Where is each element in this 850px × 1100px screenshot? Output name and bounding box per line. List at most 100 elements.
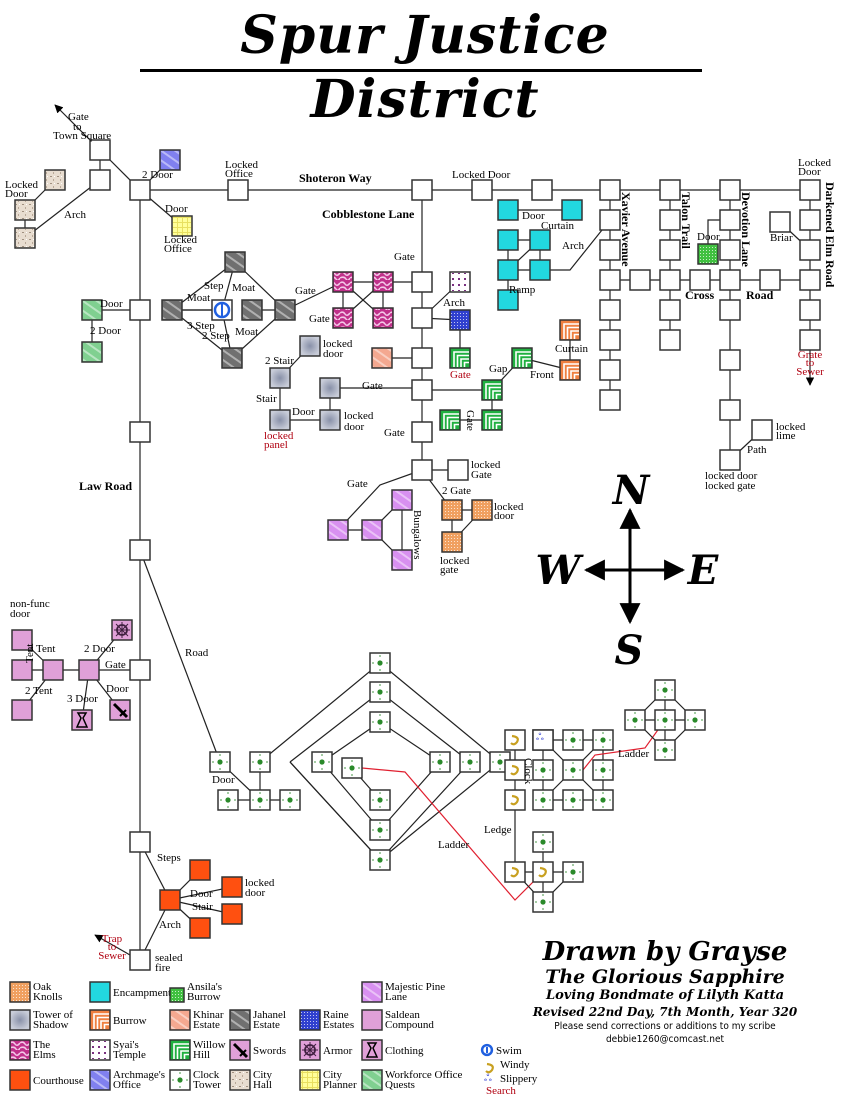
legend-swatch-raine-estates[interactable] [299, 1009, 321, 1031]
room-room[interactable] [751, 419, 773, 441]
room-courthouse[interactable] [221, 903, 243, 925]
room-workforce_office_quests[interactable] [81, 299, 103, 321]
room-room[interactable] [599, 299, 621, 321]
room-tower_of_shadow[interactable] [269, 367, 291, 389]
room-jahanel_estate[interactable] [274, 299, 296, 321]
legend-swatch-workforce-office-quests[interactable] [361, 1069, 383, 1091]
legend-swatch-burrow[interactable] [89, 1009, 111, 1031]
room-saldean_compound[interactable] [42, 659, 64, 681]
room-room[interactable] [227, 179, 249, 201]
room-room[interactable] [659, 209, 681, 231]
room-room[interactable] [89, 169, 111, 191]
room-clock_tower[interactable] [532, 861, 554, 883]
room-tower_of_shadow[interactable] [269, 409, 291, 431]
room-burrow[interactable] [559, 359, 581, 381]
room-room[interactable] [89, 139, 111, 161]
room-workforce_office_quests[interactable] [81, 341, 103, 363]
room-room[interactable] [719, 299, 741, 321]
room-encampment[interactable] [497, 259, 519, 281]
room-jahanel_estate[interactable] [224, 251, 246, 273]
room-room[interactable] [659, 329, 681, 351]
room-clock_tower[interactable] [341, 757, 363, 779]
room-encampment[interactable] [497, 199, 519, 221]
room-room[interactable] [799, 329, 821, 351]
room-room[interactable] [719, 209, 741, 231]
room-saldean_compound[interactable] [78, 659, 100, 681]
room-clock_tower[interactable] [562, 729, 584, 751]
legend-swim-icon[interactable] [480, 1043, 494, 1057]
room-willow_hill[interactable] [481, 409, 503, 431]
room-room[interactable] [689, 269, 711, 291]
legend-swatch-clock-tower[interactable] [169, 1069, 191, 1091]
room-the_elms[interactable] [372, 271, 394, 293]
legend-swatch-saldean-compound[interactable] [361, 1009, 383, 1031]
room-room[interactable] [759, 269, 781, 291]
room-room[interactable] [129, 949, 151, 971]
legend-slippery-icon[interactable]: ஃ [481, 1071, 495, 1085]
room-clock_tower[interactable] [532, 759, 554, 781]
room-room[interactable] [719, 239, 741, 261]
room-room[interactable] [799, 239, 821, 261]
room-the_elms[interactable] [332, 307, 354, 329]
legend-swatch-swords[interactable] [229, 1039, 251, 1061]
room-room[interactable] [129, 539, 151, 561]
room-room[interactable] [629, 269, 651, 291]
room-clock_tower[interactable] [429, 751, 451, 773]
room-clock_tower[interactable] [592, 789, 614, 811]
room-clock_tower[interactable] [532, 789, 554, 811]
room-clock_tower[interactable] [654, 679, 676, 701]
room-willow_hill[interactable] [511, 347, 533, 369]
room-room[interactable] [659, 239, 681, 261]
room-room[interactable] [719, 269, 741, 291]
room-room[interactable] [129, 299, 151, 321]
room-room[interactable] [719, 399, 741, 421]
room-room[interactable] [659, 269, 681, 291]
room-saldean_compound[interactable] [11, 659, 33, 681]
legend-swatch-archmages-office[interactable] [89, 1069, 111, 1091]
room-room[interactable] [599, 209, 621, 231]
room-swim[interactable] [211, 299, 233, 321]
room-city_hall[interactable] [14, 227, 36, 249]
room-city_planner[interactable] [171, 215, 193, 237]
room-the_elms[interactable] [372, 307, 394, 329]
room-room[interactable] [411, 421, 433, 443]
room-room[interactable] [599, 389, 621, 411]
room-room[interactable] [599, 359, 621, 381]
legend-swatch-courthouse[interactable] [9, 1069, 31, 1091]
room-room[interactable] [531, 179, 553, 201]
room-clock_tower[interactable] [504, 759, 526, 781]
room-majestic_pine_lane[interactable] [391, 549, 413, 571]
room-clock_tower[interactable] [279, 789, 301, 811]
room-city_hall[interactable] [14, 199, 36, 221]
room-room[interactable] [599, 239, 621, 261]
room-room[interactable] [411, 379, 433, 401]
room-room[interactable] [599, 329, 621, 351]
room-room[interactable] [411, 347, 433, 369]
legend-windy-icon[interactable] [480, 1058, 494, 1074]
legend-swatch-majestic-pine-lane[interactable] [361, 981, 383, 1003]
room-jahanel_estate[interactable] [161, 299, 183, 321]
room-majestic_pine_lane[interactable] [391, 489, 413, 511]
room-clock_tower[interactable] [369, 711, 391, 733]
room-room[interactable] [719, 349, 741, 371]
room-clock_tower[interactable] [369, 652, 391, 674]
room-saldean_compound[interactable] [11, 629, 33, 651]
legend-swatch-willow-hill[interactable] [169, 1039, 191, 1061]
room-city_hall[interactable] [44, 169, 66, 191]
room-clock_tower[interactable] [504, 729, 526, 751]
room-clock_tower[interactable] [459, 751, 481, 773]
room-willow_hill[interactable] [449, 347, 471, 369]
room-khinar_estate[interactable] [371, 347, 393, 369]
room-courthouse[interactable] [189, 859, 211, 881]
room-jahanel_estate[interactable] [241, 299, 263, 321]
room-encampment[interactable] [561, 199, 583, 221]
room-clock_tower[interactable] [562, 861, 584, 883]
room-room[interactable] [719, 179, 741, 201]
room-room[interactable] [719, 449, 741, 471]
room-room[interactable] [129, 179, 151, 201]
legend-swatch-tower-of-shadow[interactable] [9, 1009, 31, 1031]
room-tower_of_shadow[interactable] [319, 409, 341, 431]
room-encampment[interactable] [529, 259, 551, 281]
room-clock_tower[interactable] [504, 789, 526, 811]
room-tower_of_shadow[interactable] [299, 335, 321, 357]
